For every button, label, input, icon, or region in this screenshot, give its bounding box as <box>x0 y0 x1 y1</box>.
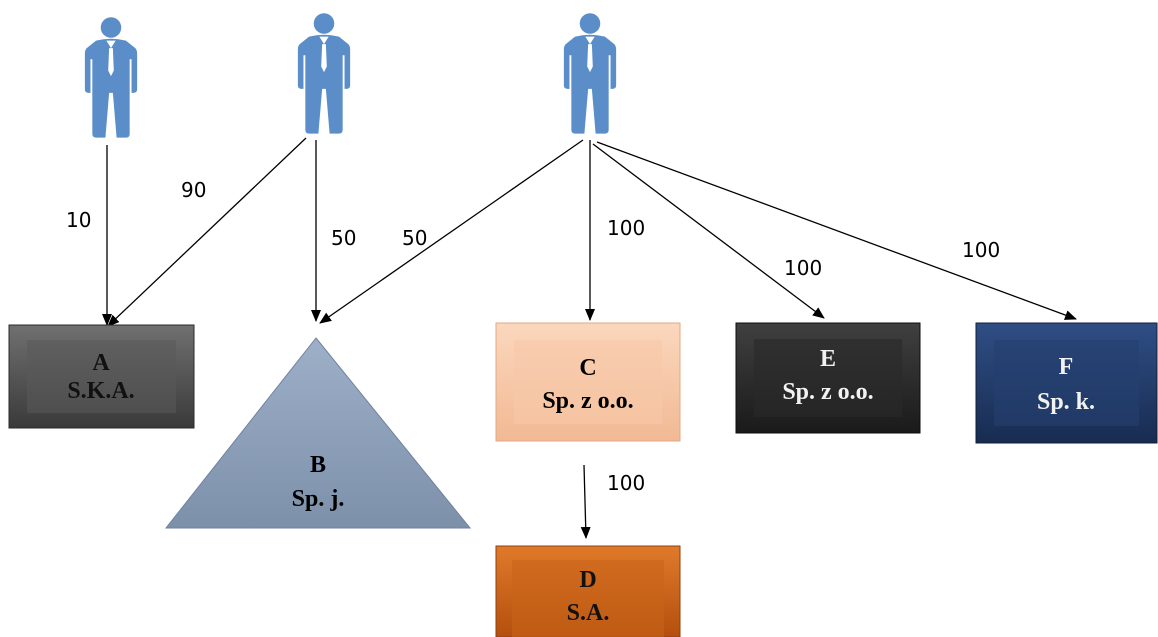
entity-F-letter: F <box>1059 354 1074 380</box>
entity-E-form: Sp. z o.o. <box>782 379 873 405</box>
businessman-icon-owner-3 <box>563 13 617 134</box>
entity-C-letter: C <box>579 355 596 381</box>
edge-label-owner3-B: 50 <box>402 226 427 250</box>
edge-label-owner3-C: 100 <box>607 216 645 240</box>
arrow-owner3-to-B <box>319 139 584 324</box>
entity-D-letter: D <box>579 567 596 593</box>
arrow-C-to-D <box>580 464 591 539</box>
entity-C-box: C Sp. z o.o. <box>495 322 681 442</box>
businessman-icon-owner-1 <box>84 17 138 138</box>
entity-A-box: A S.K.A. <box>8 324 195 429</box>
arrow-owner2-to-A <box>107 137 307 327</box>
edge-label-C-D: 100 <box>607 471 645 495</box>
entity-A-form: S.K.A. <box>67 378 134 404</box>
edge-label-owner2-A: 90 <box>181 178 206 202</box>
entity-E-letter: E <box>820 346 836 372</box>
entity-B-letter: B <box>310 452 326 478</box>
entity-C-form: Sp. z o.o. <box>542 388 633 414</box>
entity-A-letter: A <box>92 350 110 376</box>
arrow-owner3-to-E <box>592 143 825 319</box>
edge-label-owner3-E: 100 <box>784 256 822 280</box>
edge-label-owner2-B: 50 <box>331 226 356 250</box>
entity-D-box: D S.A. <box>495 545 681 637</box>
entity-F-box: F Sp. k. <box>975 322 1158 444</box>
entity-D-form: S.A. <box>567 600 610 626</box>
entity-E-box: E Sp. z o.o. <box>735 322 921 434</box>
edge-label-owner3-F: 100 <box>962 238 1000 262</box>
entity-F-form: Sp. k. <box>1037 389 1095 415</box>
arrow-owner3-to-F <box>596 141 1077 320</box>
entity-B-form: Sp. j. <box>292 486 345 512</box>
entity-B-triangle: B Sp. j. <box>164 337 472 529</box>
businessman-icon-owner-2 <box>297 13 351 134</box>
edge-label-owner1-A: 10 <box>66 208 91 232</box>
